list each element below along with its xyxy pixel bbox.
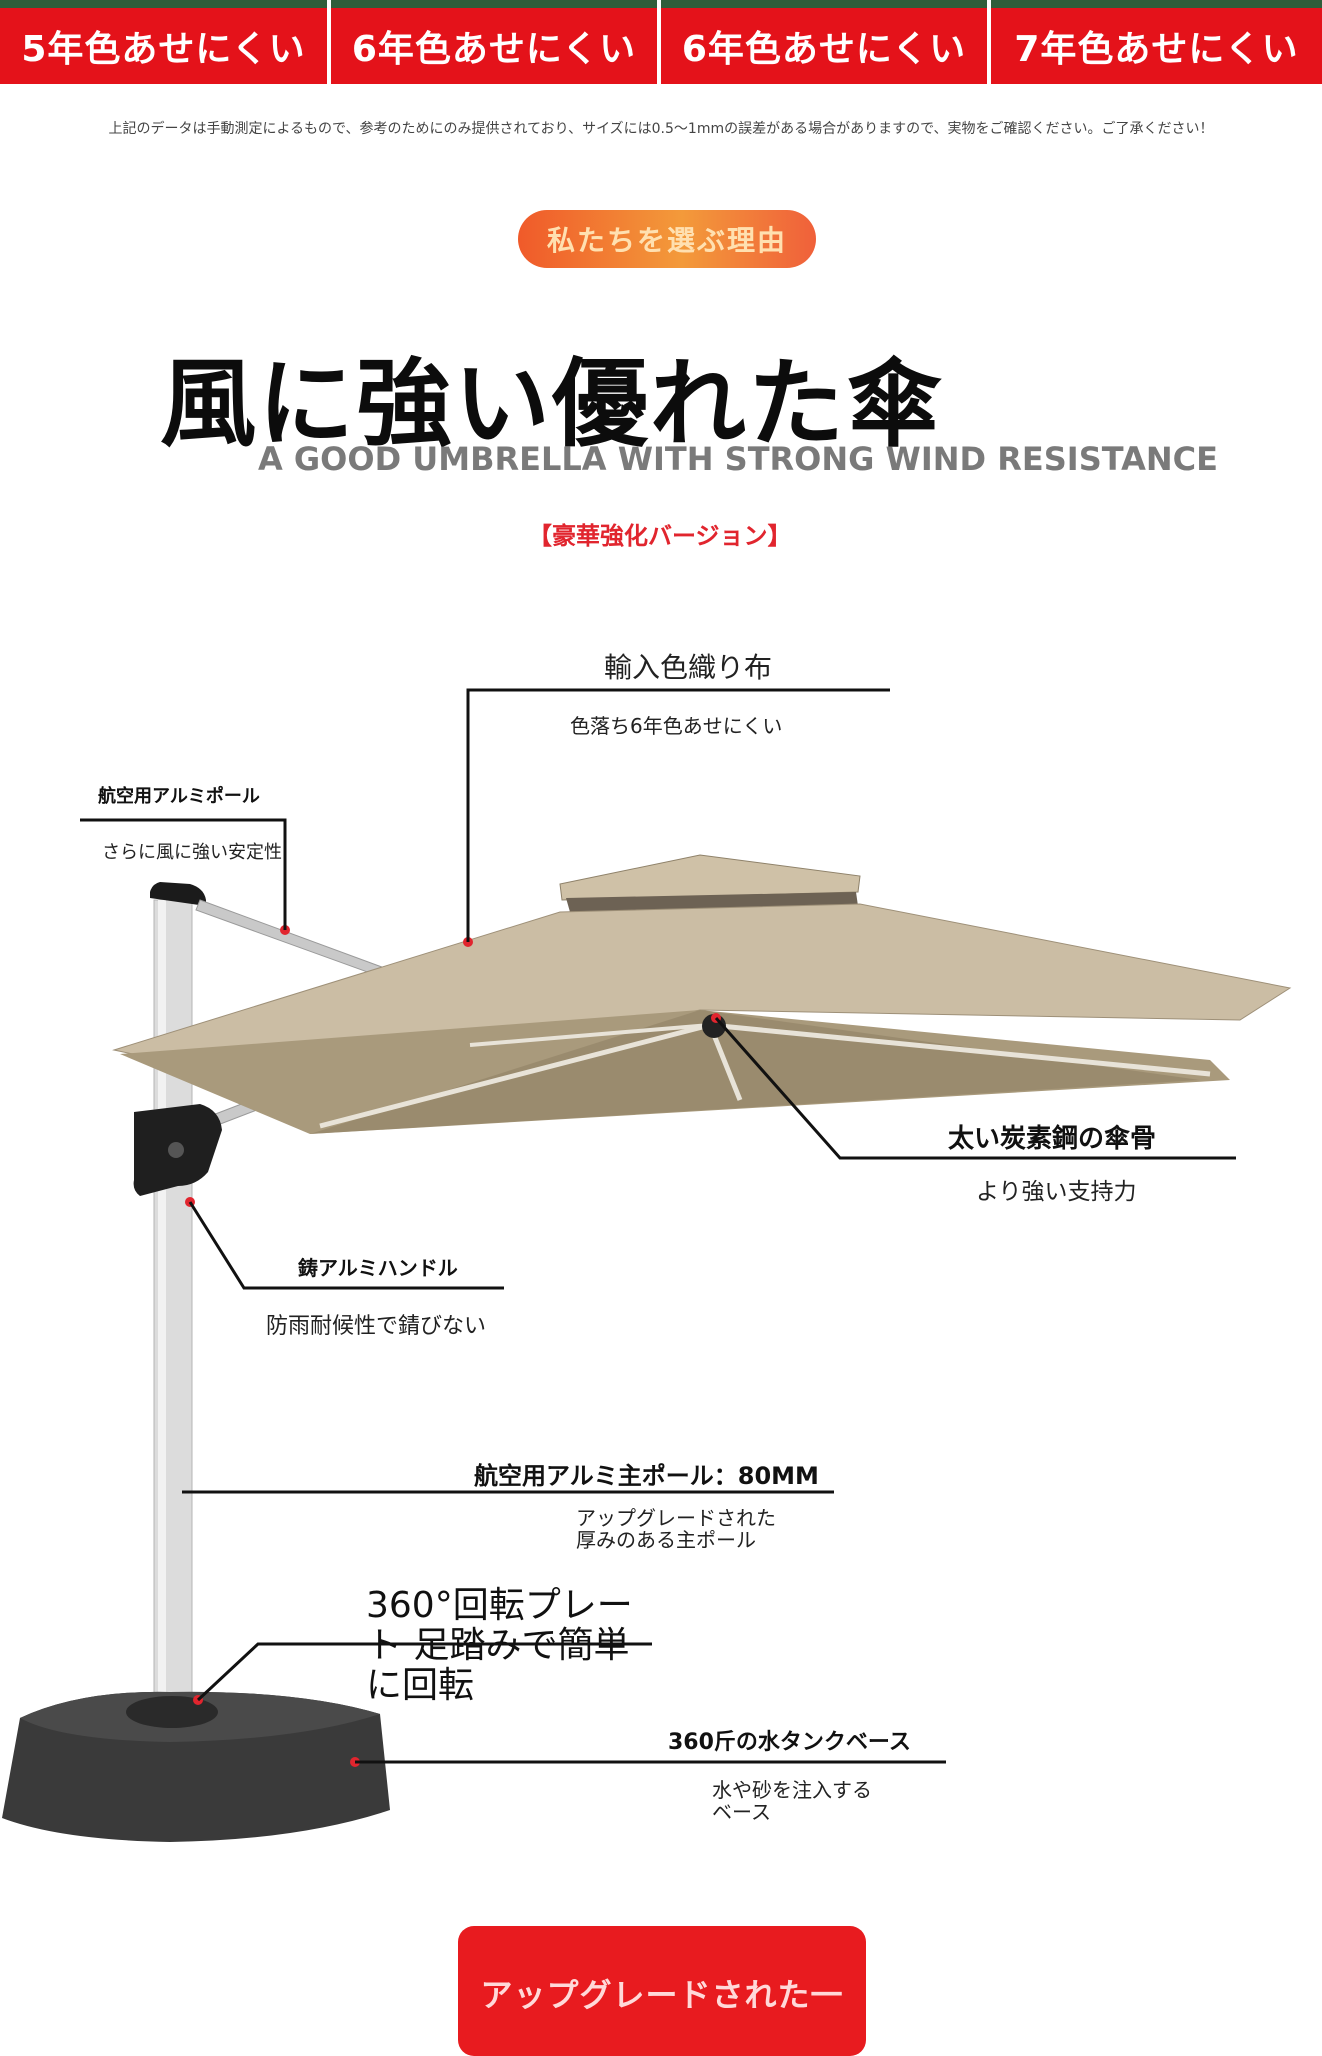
leader-handle (188, 1201, 504, 1290)
base-title: 360斤の水タンクベース (668, 1730, 911, 1755)
fabric-title: 輸入色織り布 (604, 651, 773, 684)
base-desc-2: ベース (712, 1800, 771, 1824)
main-pole-highlight (158, 900, 166, 1730)
rotation-plate (126, 1696, 218, 1728)
rotation-title: 360°回転プレート 足踏みで簡単に回転 (366, 1585, 633, 1706)
handle-knob (168, 1142, 184, 1158)
leader-pole-arm (80, 818, 287, 930)
disclaimer-text: 上記のデータは手動測定によるもので、参考のためにのみ提供されており、サイズには0… (108, 121, 1214, 137)
upgrade-button[interactable]: アップグレードされた一 (458, 1926, 866, 2056)
rib (319, 1022, 711, 1129)
banner-label: 7年色あせにくい (1014, 29, 1299, 70)
reason-pill: 私たちを選ぶ理由 (518, 210, 816, 268)
banner-fade-6yr-b: 6年色あせにくい (661, 0, 987, 84)
main-pole-desc-2: 厚みのある主ポール (576, 1528, 756, 1552)
banner-fade-5yr: 5年色あせにくい (0, 0, 327, 84)
canopy-shadow (310, 1010, 1200, 1134)
pole-top-cap (150, 882, 206, 906)
reason-pill-label: 私たちを選ぶ理由 (546, 224, 787, 257)
banner-fade-7yr: 7年色あせにくい (991, 0, 1322, 84)
page-subheadline: A GOOD UMBRELLA WITH STRONG WIND RESISTA… (258, 440, 1218, 478)
handle-title: 鋳アルミハンドル (298, 1256, 458, 1280)
leader-ribs (714, 1017, 1236, 1160)
leader-rotation (196, 1642, 652, 1702)
banner-fade-6yr-a: 6年色あせにくい (331, 0, 657, 84)
banner-label: 6年色あせにくい (351, 29, 637, 70)
pole-arm-title: 航空用アルミポール (98, 786, 260, 807)
ribs-title: 太い炭素鋼の傘骨 (948, 1124, 1157, 1154)
base-desc-1: 水や砂を注入する (712, 1778, 872, 1802)
pole-arm-desc: さらに風に強い安定性 (102, 842, 282, 863)
handle-desc: 防雨耐候性で錆びない (266, 1314, 487, 1339)
support-arm (195, 899, 391, 979)
rib (469, 1023, 711, 1047)
rib (709, 1022, 1211, 1077)
leader-fabric (466, 688, 890, 942)
canopy-vent (559, 854, 861, 901)
main-pole-desc-1: アップグレードされた (576, 1506, 776, 1530)
banner-label: 5年色あせにくい (21, 29, 306, 70)
banner-label: 6年色あせにくい (681, 29, 967, 70)
upgrade-button-label: アップグレードされた一 (480, 1976, 844, 2014)
fabric-desc: 色落ち6年色あせにくい (570, 714, 783, 738)
version-tag: 【豪華強化バージョン】 (528, 522, 792, 550)
main-pole-title: 航空用アルミ主ポール：80MM (474, 1462, 819, 1490)
ribs-desc: より強い支持力 (976, 1179, 1137, 1205)
page-headline: 風に強い優れた傘 (160, 348, 944, 460)
